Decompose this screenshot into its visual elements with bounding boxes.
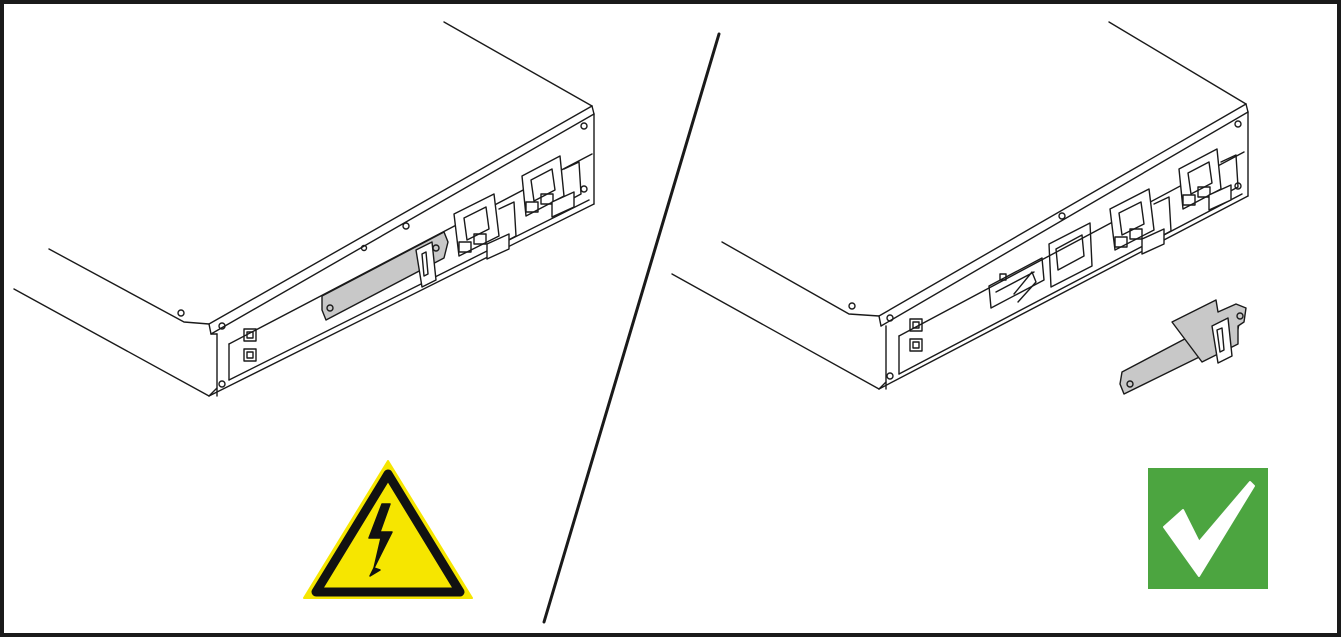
left-panel (13, 21, 595, 599)
breaker-connector-right-b (1178, 148, 1239, 211)
breaker-connector-right-a (1109, 188, 1172, 255)
bypass-plate-removed (1119, 299, 1247, 395)
checkmark-icon (1148, 468, 1268, 589)
diagram-canvas (13, 21, 1268, 624)
panel-divider-line (542, 32, 721, 624)
right-panel (671, 21, 1268, 589)
breaker-connector-left-b (521, 155, 582, 218)
bypass-plate-opening (988, 222, 1093, 309)
ups-chassis-right (671, 21, 1249, 390)
breaker-connector-left-a (453, 193, 517, 260)
bypass-plate-installed (321, 231, 449, 321)
ups-chassis-left (13, 21, 595, 397)
high-voltage-warning-icon (303, 460, 473, 599)
